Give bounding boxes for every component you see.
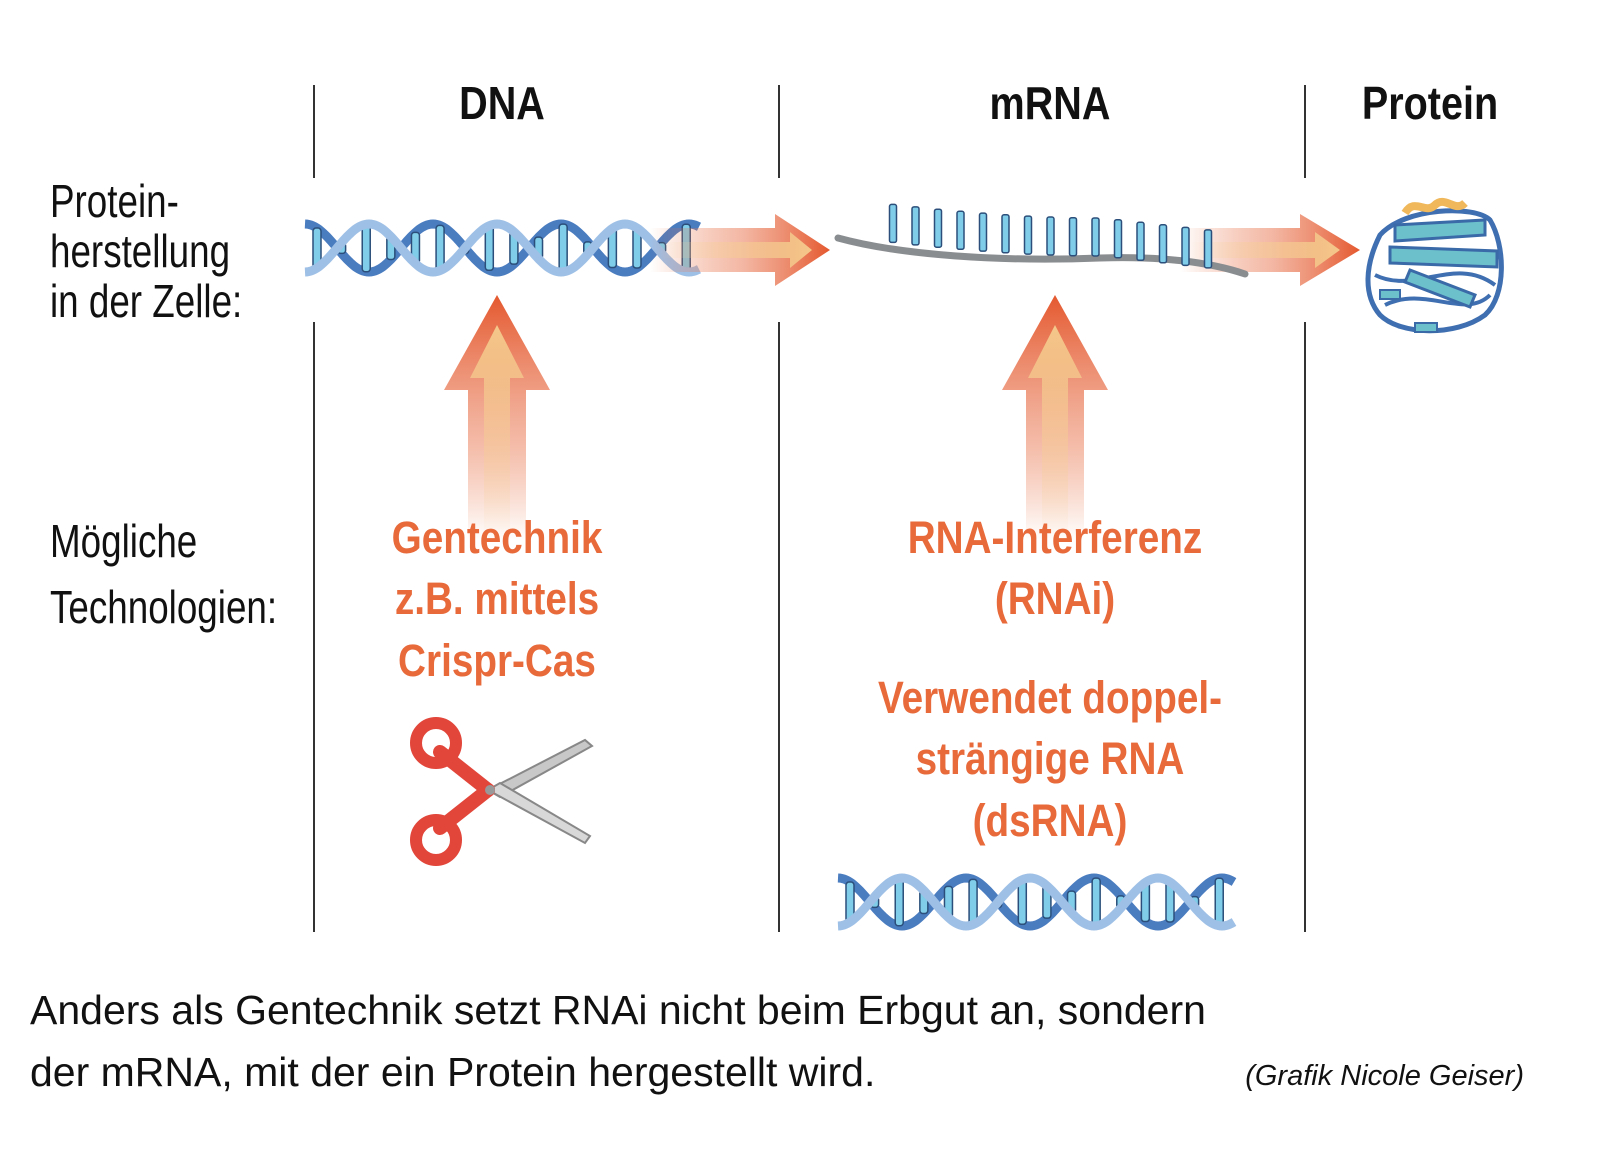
- gentechnik-line-1: Gentechnik: [391, 512, 603, 563]
- divider: [1304, 322, 1306, 932]
- row-label-production-1: Protein-: [50, 175, 179, 227]
- arrow-up-gentechnik-icon: [444, 295, 550, 540]
- row-label-technologies-1: Mögliche: [50, 515, 198, 567]
- divider: [778, 322, 780, 932]
- rnai-line-2: (RNAi): [994, 573, 1116, 624]
- row-label-production-3: in der Zelle:: [50, 275, 243, 327]
- column-header-protein: Protein: [1361, 77, 1499, 129]
- scissors-icon: [410, 717, 594, 866]
- gentechnik-line-3: Crispr-Cas: [398, 635, 596, 686]
- dsrna-helix-icon: [837, 873, 1237, 931]
- row-label-technologies-2: Technologien:: [50, 581, 278, 633]
- dsrna-line-2: strängige RNA: [915, 733, 1185, 784]
- column-header-dna: DNA: [459, 77, 545, 129]
- arrow-up-rnai-icon: [1002, 295, 1108, 540]
- protein-icon: [1365, 197, 1504, 334]
- dsrna-line-1: Verwendet doppel-: [877, 672, 1223, 723]
- divider: [1304, 85, 1306, 178]
- divider: [778, 85, 780, 178]
- mrna-strand-icon: [834, 203, 1249, 278]
- divider: [313, 85, 315, 178]
- divider: [313, 322, 315, 932]
- image-credit: (Grafik Nicole Geiser): [1245, 1060, 1524, 1092]
- gentechnik-line-2: z.B. mittels: [394, 573, 600, 624]
- column-header-mrna: mRNA: [989, 77, 1111, 129]
- arrow-dna-to-mrna-icon: [650, 214, 830, 286]
- rnai-line-1: RNA-Interferenz: [907, 512, 1203, 563]
- dna-helix-icon: [304, 219, 702, 277]
- caption-line-2: der mRNA, mit der ein Protein hergestell…: [30, 1049, 876, 1095]
- row-label-production-2: herstellung: [50, 225, 231, 277]
- dsrna-line-3: (dsRNA): [972, 795, 1128, 846]
- caption-line-1: Anders als Gentechnik setzt RNAi nicht b…: [30, 987, 1206, 1033]
